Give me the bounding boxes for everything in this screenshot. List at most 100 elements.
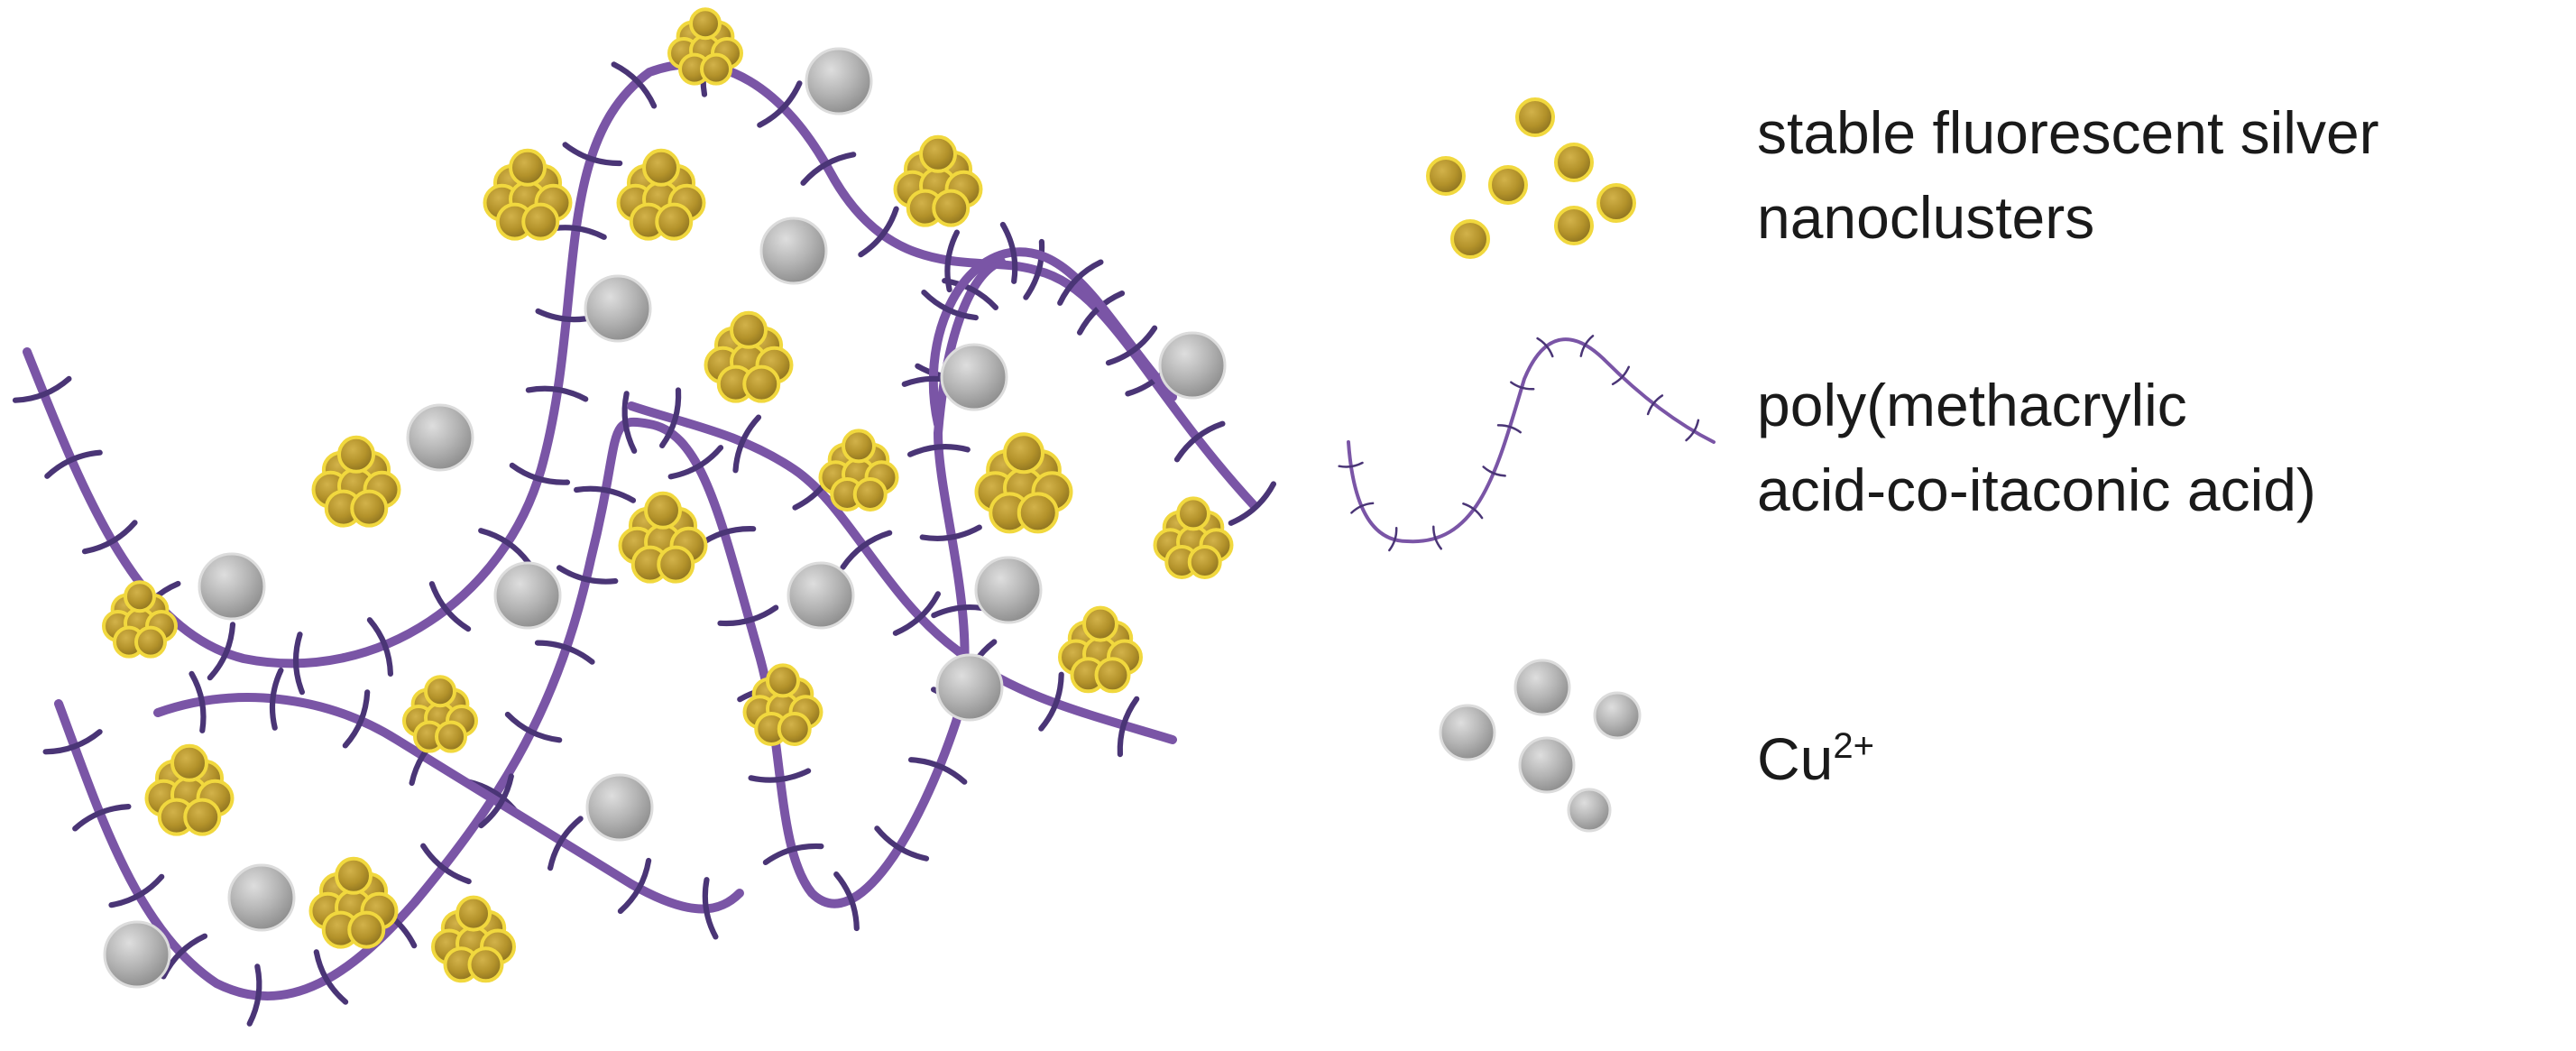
legend-silver-atom <box>1426 156 1466 196</box>
copper-ion <box>935 653 1004 722</box>
polymer-chain-side-group <box>574 485 637 503</box>
silver-atom <box>509 148 547 187</box>
polymer-chain-side-group <box>757 80 803 128</box>
polymer-chain-side-group <box>611 61 658 109</box>
copper-ion <box>1158 331 1227 400</box>
silver-cluster <box>704 310 794 403</box>
silver-cluster <box>311 435 401 528</box>
legend-copper-ion <box>1439 704 1496 761</box>
silver-atom <box>335 856 373 895</box>
silver-cluster <box>818 429 899 512</box>
polymer-chain-side-group <box>659 387 682 448</box>
legend-silver-line2: nanoclusters <box>1757 184 2095 251</box>
silver-cluster <box>618 491 708 584</box>
polymer-chain-side-group <box>919 524 982 541</box>
polymer-chain-side-group <box>1105 325 1158 366</box>
silver-atom <box>337 435 375 474</box>
polymer-chain-side-group <box>547 816 584 871</box>
legend-copper-label: Cu2+ <box>1757 716 1874 801</box>
silver-atom <box>467 946 504 983</box>
silver-atom <box>521 202 560 241</box>
polymer-chain-side-group <box>840 530 893 570</box>
polymer-chain-side-group <box>428 581 472 632</box>
polymer-chain-side-group <box>12 375 72 403</box>
copper-ion <box>974 556 1043 624</box>
silver-cluster <box>974 432 1073 534</box>
silver-cluster <box>742 663 823 746</box>
polymer-chain-side-group <box>892 591 941 636</box>
legend-polymer-chain-side-group <box>1536 337 1554 358</box>
legend-polymer-line1: poly(methacrylic <box>1757 372 2187 438</box>
polymer-chain-side-group <box>907 444 971 457</box>
polymer-chain-side-group <box>366 617 393 677</box>
polymer-chain-side-group <box>667 445 724 480</box>
polymer-network <box>12 34 1276 1027</box>
legend-copper-charge: 2+ <box>1833 726 1874 766</box>
polymer-chain-side-group <box>509 462 571 485</box>
silver-atom <box>777 711 812 746</box>
polymer-chain-side-group <box>72 804 132 832</box>
copper-ion <box>406 403 474 472</box>
legend-copper-symbol: Cu <box>1757 725 1834 792</box>
legend-copper-formula: Cu2+ <box>1757 716 1874 801</box>
silver-cluster <box>308 856 399 949</box>
polymer-chain-side-group <box>702 877 719 940</box>
polymer-chain-side-group <box>732 414 762 474</box>
polymer-chain-side-group <box>44 449 103 479</box>
legend-silver-line1: stable fluorescent silver <box>1757 99 2379 166</box>
silver-atom <box>1017 492 1059 534</box>
copper-ion <box>227 863 296 932</box>
copper-ion <box>787 561 855 630</box>
polymer-chain-side-group <box>525 385 589 402</box>
polymer-chain-side-group <box>999 221 1018 284</box>
polymer-chain-side-group <box>557 565 619 585</box>
silver-atom <box>455 895 492 932</box>
polymer-chain-side-group <box>1077 290 1126 336</box>
silver-nanoclusters <box>102 7 1234 983</box>
copper-ions <box>103 47 1227 989</box>
copper-ion <box>759 217 828 285</box>
polymer-chain-side-group <box>189 670 207 733</box>
silver-atom <box>424 675 456 708</box>
silver-atom <box>842 429 876 464</box>
polymer-chain-side-group <box>246 963 262 1027</box>
polymer-chain-side-group <box>1173 420 1226 463</box>
legend-polymer-chain-side-group <box>1350 502 1375 514</box>
silver-cluster <box>1153 496 1234 579</box>
legend-polymer-chain-side-group <box>1496 424 1523 434</box>
legend-copper-ion <box>1593 691 1642 740</box>
legend-silver-atom <box>1450 219 1490 259</box>
silver-atom <box>852 476 888 512</box>
silver-cluster <box>667 7 743 86</box>
silver-atom <box>1187 544 1222 579</box>
legend-silver-atom <box>1554 206 1594 245</box>
copper-ion <box>584 274 652 343</box>
polymer-chain-side-group <box>342 689 371 749</box>
polymer-chain-side-group <box>858 206 899 258</box>
silver-atom <box>1082 605 1118 642</box>
polymer-chain-side-group <box>1038 671 1064 732</box>
polymer-chain-side-group <box>562 142 623 167</box>
legend-copper-ion <box>1518 736 1576 794</box>
legend-silver-atom <box>1515 97 1555 137</box>
silver-cluster <box>431 895 516 983</box>
legend-polymer-chain-side-group <box>1482 466 1506 477</box>
silver-cluster <box>402 675 478 753</box>
copper-ion <box>493 561 562 630</box>
polymer-chain-side-group <box>1023 238 1045 300</box>
silver-cluster <box>483 148 573 241</box>
silver-atom <box>1094 657 1131 694</box>
polymer-chain-side-group <box>717 604 779 627</box>
legend-silver-atom <box>1554 143 1594 182</box>
polymer-chain-side-group <box>313 949 349 1005</box>
copper-ion <box>198 552 266 621</box>
polymer-chain-side-group <box>478 773 514 829</box>
polymer-chain-side-group <box>1228 481 1276 526</box>
silver-atom <box>766 663 800 698</box>
polymer-chain-side-group <box>534 640 595 665</box>
legend-polymer-chain-side-group <box>1611 365 1631 386</box>
silver-atom <box>170 743 208 782</box>
polymer-chain-side-group <box>800 152 857 186</box>
legend-silver-label: stable fluorescent silver nanoclusters <box>1757 90 2379 260</box>
polymer-chain-side-group <box>748 768 812 783</box>
